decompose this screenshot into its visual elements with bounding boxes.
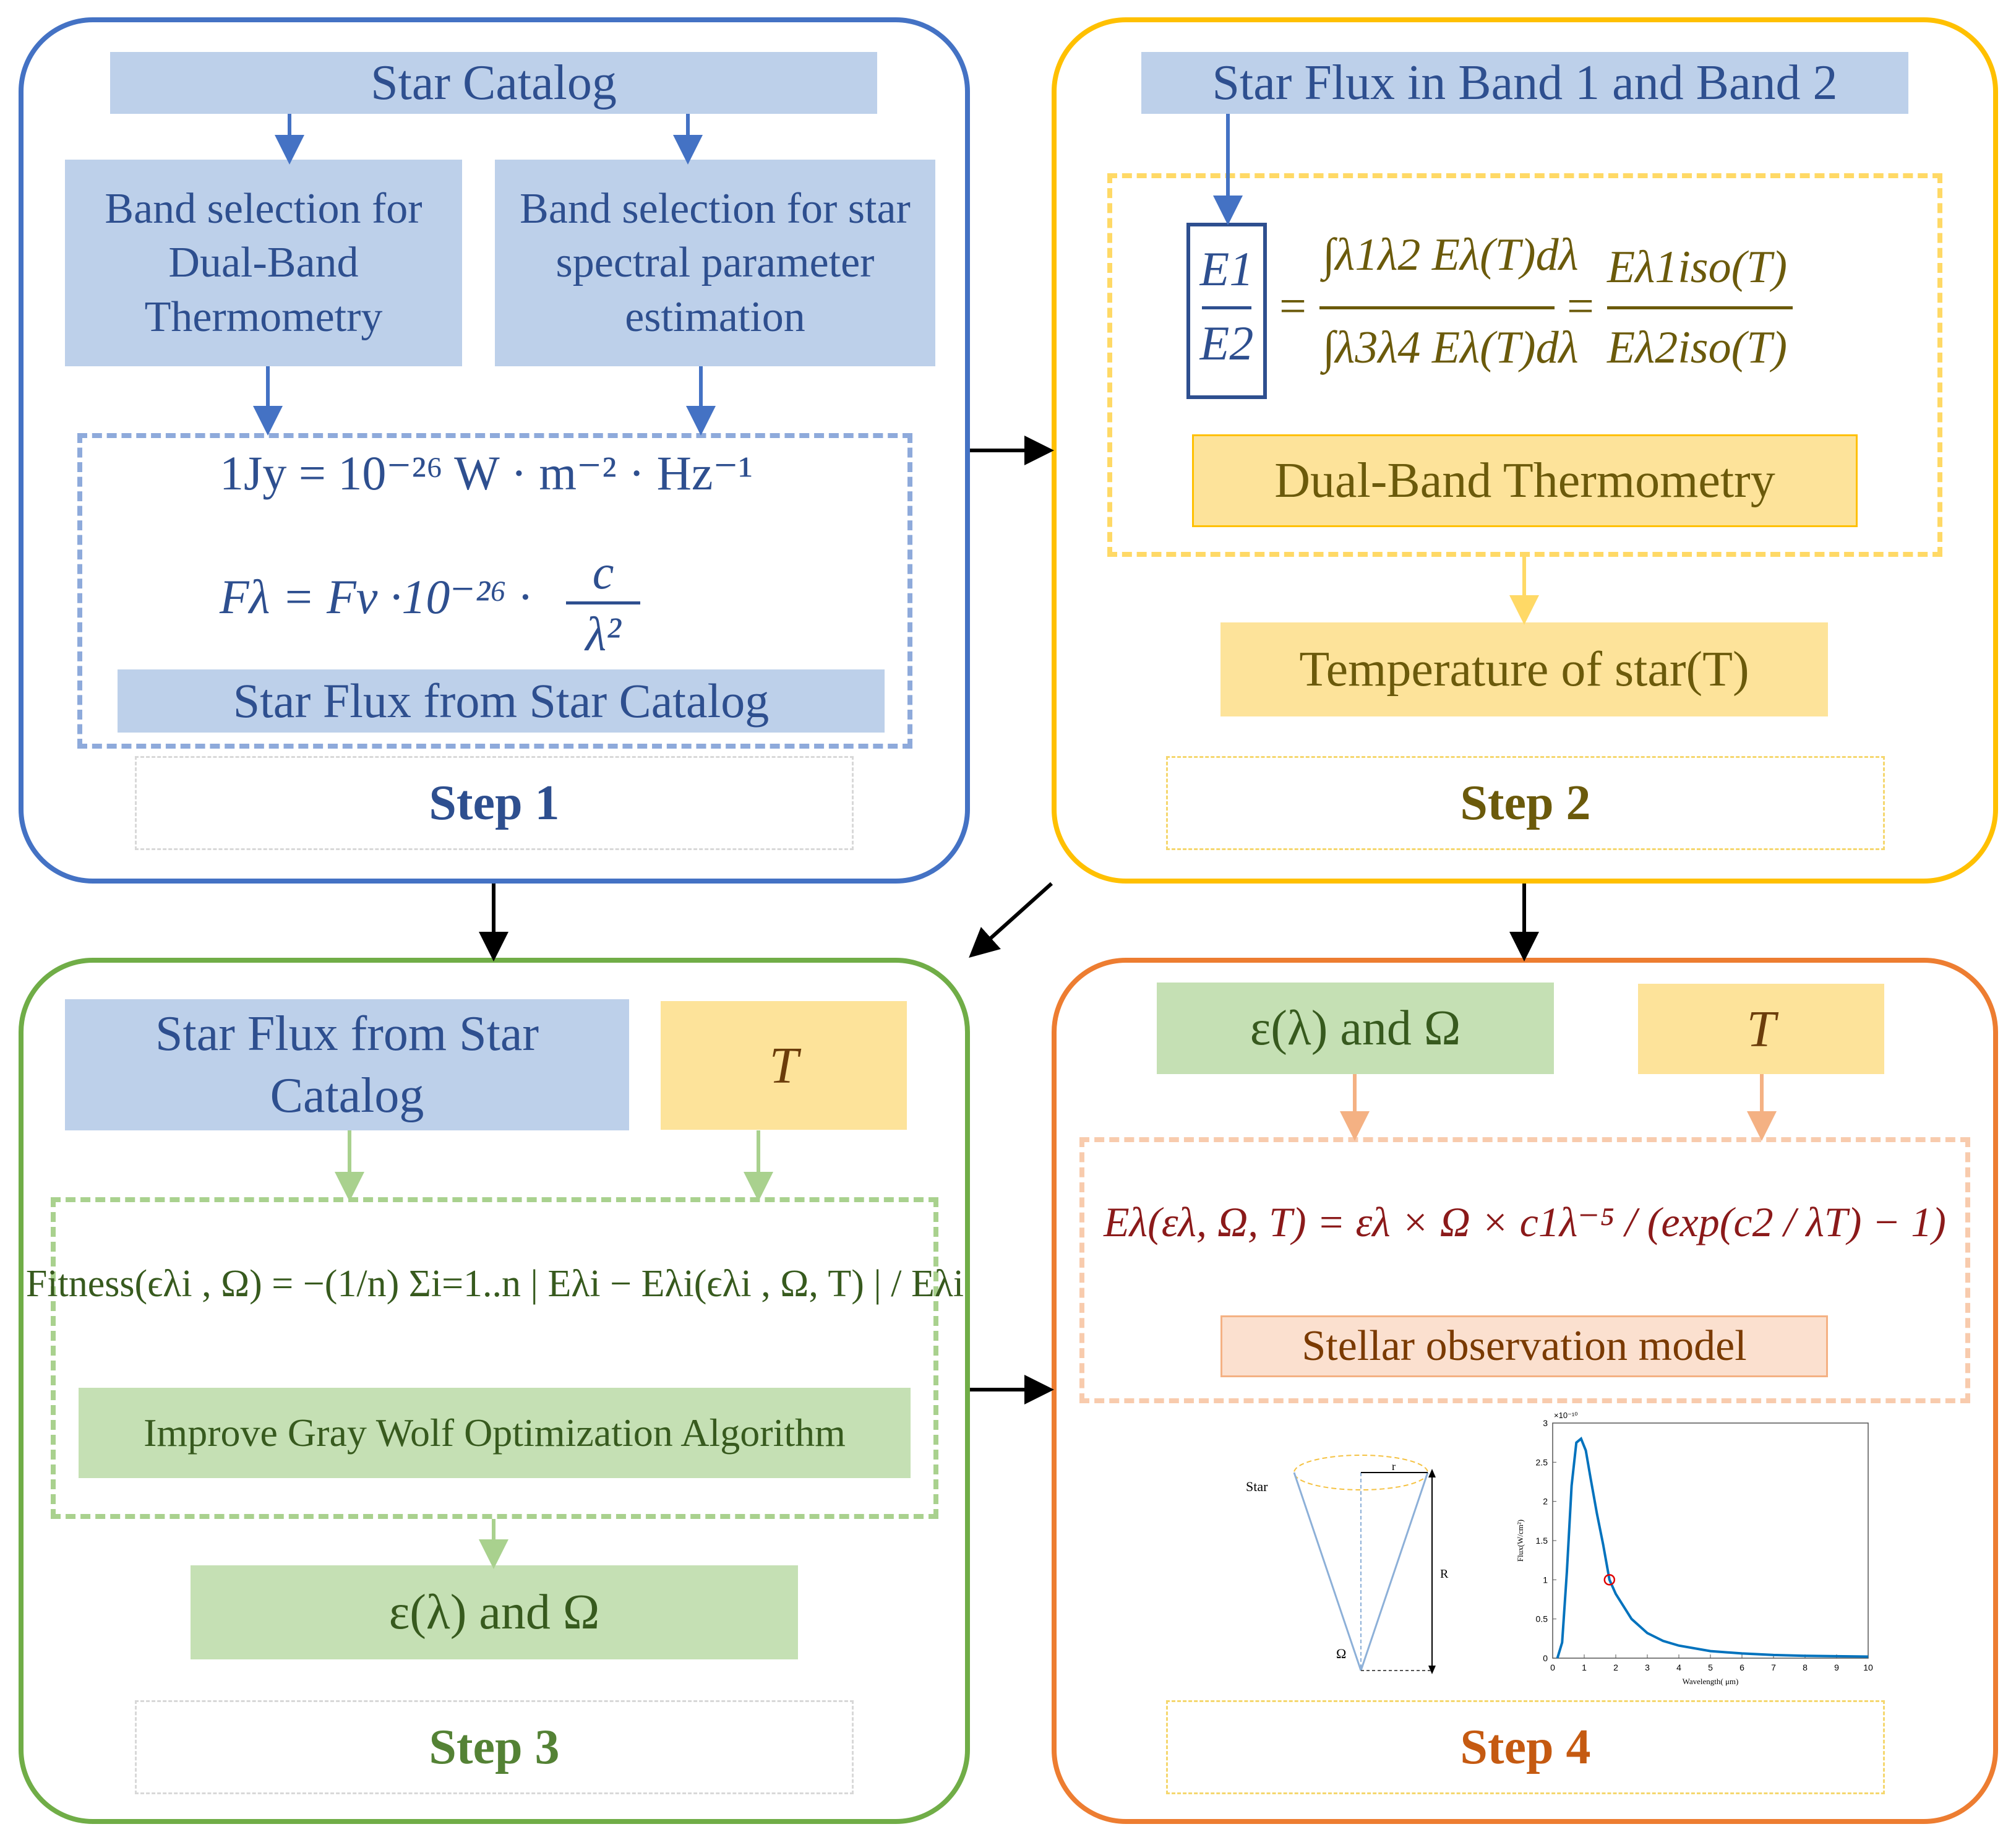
equals-sign-2: = bbox=[1567, 279, 1594, 333]
arrow-step2-to-step3 bbox=[969, 882, 1053, 958]
star-label: Star bbox=[1246, 1479, 1268, 1494]
step1-flux-dashed-group bbox=[77, 433, 912, 749]
observation-model-dashed-group bbox=[1079, 1137, 1970, 1403]
y-tick-label: 3 bbox=[1543, 1418, 1548, 1428]
flux-conversion-fraction-bar bbox=[566, 601, 640, 604]
flux-conversion-lhs: Fλ = Fν ·10⁻²⁶ · bbox=[220, 570, 531, 624]
distance-arrow-bottom bbox=[1428, 1666, 1436, 1674]
y-tick-label: 2.5 bbox=[1536, 1457, 1548, 1467]
equals-sign-1: = bbox=[1279, 279, 1306, 333]
x-tick-label: 4 bbox=[1676, 1662, 1681, 1672]
star-flux-from-catalog-box: Star Flux from Star Catalog bbox=[118, 669, 885, 733]
y-tick-label: 0 bbox=[1543, 1653, 1548, 1663]
integral-bar bbox=[1319, 306, 1555, 309]
iso-numerator: Eλ1iso(T) bbox=[1607, 242, 1788, 293]
cone-right-edge bbox=[1360, 1472, 1429, 1671]
temperature-input-box-step4: T bbox=[1638, 984, 1884, 1074]
emissivity-omega-input-box: ε(λ) and Ω bbox=[1157, 983, 1554, 1074]
band-selection-dual-box: Band selection for Dual-Band Thermometry bbox=[65, 160, 462, 366]
x-tick-label: 3 bbox=[1645, 1662, 1650, 1672]
x-tick-label: 6 bbox=[1739, 1662, 1744, 1672]
flux-conversion-equation: Fλ = Fν ·10⁻²⁶ · c λ² bbox=[220, 544, 714, 661]
dual-band-thermometry-box: Dual-Band Thermometry bbox=[1192, 434, 1858, 527]
y-tick-label: 1.5 bbox=[1536, 1536, 1548, 1546]
distance-label: R bbox=[1440, 1567, 1449, 1581]
x-tick-label: 9 bbox=[1834, 1662, 1839, 1672]
ratio-denominator: E2 bbox=[1199, 316, 1254, 370]
gray-wolf-algorithm-box: Improve Gray Wolf Optimization Algorithm bbox=[79, 1388, 911, 1478]
flux-series-line bbox=[1556, 1437, 1869, 1659]
jansky-equation: 1Jy = 10⁻²⁶ W · m⁻² · Hz⁻¹ bbox=[220, 446, 753, 500]
solid-angle-label: Ω bbox=[1336, 1646, 1346, 1661]
star-flux-bands-box: Star Flux in Band 1 and Band 2 bbox=[1141, 52, 1908, 114]
stellar-observation-model-box: Stellar observation model bbox=[1220, 1315, 1828, 1377]
integral-denominator: ∫λ3λ4 Eλ(T)dλ bbox=[1323, 322, 1579, 373]
cone-geometry-figure: Star r R Ω bbox=[1243, 1448, 1503, 1683]
x-tick-label: 7 bbox=[1771, 1662, 1776, 1672]
cone-left-edge bbox=[1293, 1472, 1362, 1671]
x-tick-label: 1 bbox=[1582, 1662, 1587, 1672]
star-catalog-box: Star Catalog bbox=[110, 52, 877, 114]
iso-bar bbox=[1607, 306, 1793, 309]
dual-band-equation: E1 E2 = ∫λ1λ2 Eλ(T)dλ ∫λ3λ4 Eλ(T)dλ = Eλ… bbox=[1186, 204, 1867, 415]
ratio-numerator: E1 bbox=[1199, 242, 1254, 296]
x-tick-label: 8 bbox=[1803, 1662, 1808, 1672]
y-tick-label: 1 bbox=[1543, 1575, 1548, 1585]
emissivity-omega-result-box: ε(λ) and Ω bbox=[191, 1565, 798, 1659]
y-exponent-label: ×10⁻¹⁰ bbox=[1554, 1411, 1577, 1420]
integral-numerator: ∫λ1λ2 Eλ(T)dλ bbox=[1323, 230, 1579, 280]
radius-label: r bbox=[1392, 1460, 1396, 1473]
step4-label: Step 4 bbox=[1166, 1700, 1885, 1794]
step2-label: Step 2 bbox=[1166, 756, 1885, 850]
band-selection-spectral-box: Band selection for star spectral paramet… bbox=[495, 160, 935, 366]
fitness-dashed-group bbox=[51, 1197, 938, 1519]
y-tick-label: 2 bbox=[1543, 1497, 1548, 1507]
step1-label: Step 1 bbox=[135, 756, 854, 850]
ratio-bar bbox=[1202, 306, 1251, 309]
temperature-of-star-box: Temperature of star(T) bbox=[1220, 622, 1828, 716]
x-axis-label: Wavelength( μm) bbox=[1683, 1677, 1739, 1686]
fitness-equation: Fitness(ϵλi , Ω) = −(1/n) Σi=1..n | Eλi … bbox=[25, 1262, 964, 1305]
star-flux-catalog-input-box: Star Flux from Star Catalog bbox=[65, 999, 629, 1130]
temperature-input-box: T bbox=[661, 1001, 907, 1130]
step3-label: Step 3 bbox=[135, 1700, 854, 1794]
x-tick-label: 5 bbox=[1708, 1662, 1713, 1672]
marker-point bbox=[1603, 1574, 1616, 1586]
x-tick-label: 2 bbox=[1613, 1662, 1618, 1672]
y-tick-label: 0.5 bbox=[1536, 1614, 1548, 1624]
x-tick-label: 10 bbox=[1863, 1662, 1873, 1672]
distance-arrow-top bbox=[1428, 1469, 1436, 1477]
cone-geometry-svg: Star r R Ω bbox=[1246, 1455, 1449, 1674]
flux-conversion-denominator: λ² bbox=[585, 607, 621, 661]
flux-conversion-numerator: c bbox=[592, 545, 614, 599]
observation-model-equation: Eλ(ελ, Ω, T) = ελ × Ω × c1λ⁻⁵ / (exp(c2 … bbox=[1104, 1198, 1946, 1245]
y-axis-label: Flux(W/cm²) bbox=[1516, 1520, 1525, 1562]
step2-panel bbox=[1052, 17, 1998, 884]
x-tick-label: 0 bbox=[1550, 1662, 1555, 1672]
step1-panel bbox=[19, 17, 970, 884]
dual-band-dashed-group bbox=[1107, 173, 1942, 557]
iso-denominator: Eλ2iso(T) bbox=[1607, 322, 1788, 373]
